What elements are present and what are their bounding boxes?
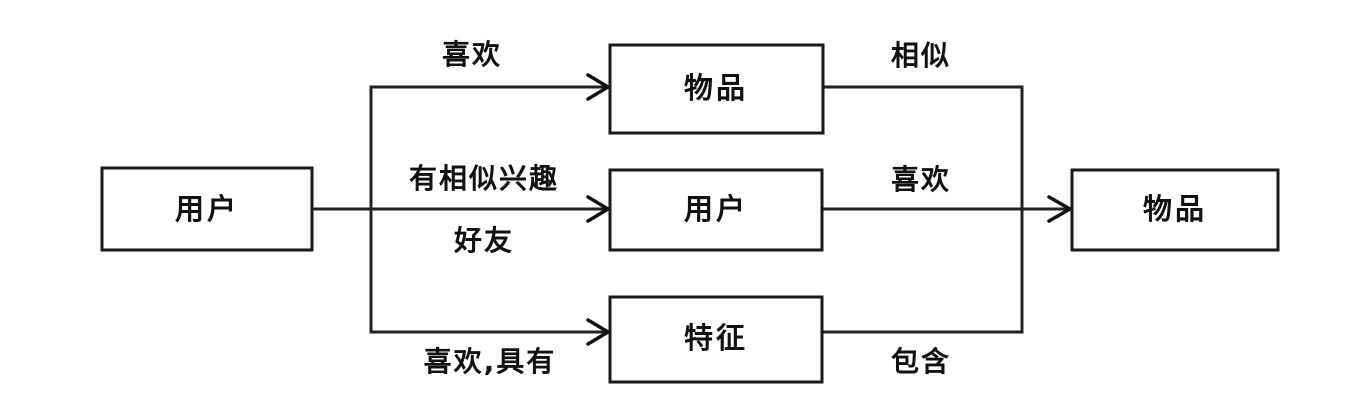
node-mid-item[interactable]: 物品 [608,43,825,135]
arrowhead-to-item [586,73,612,101]
edge-label-user-to-feature: 喜欢,具有 [424,345,557,378]
node-mid-feature-label: 特征 [684,321,748,355]
left-bus-group [310,73,612,346]
node-source-user-box[interactable] [100,166,314,252]
node-source-user-label: 用户 [175,192,239,226]
edge-label-user-to-user-line2: 好友 [453,224,514,257]
node-source-user[interactable]: 用户 [100,166,314,252]
right-bus-group [820,85,1074,334]
arrowhead-to-feature [586,318,612,346]
edge-label-item-to-target: 相似 [891,39,951,72]
node-mid-feature-box[interactable] [608,295,824,384]
node-target-item-box[interactable] [1070,168,1280,252]
node-mid-user-box[interactable] [608,168,824,252]
node-mid-feature[interactable]: 特征 [608,295,824,384]
edge-label-user-to-item: 喜欢 [442,38,502,71]
edge-label-feature-to-target: 包含 [891,345,951,378]
node-target-item[interactable]: 物品 [1070,168,1280,252]
node-mid-item-label: 物品 [684,71,748,105]
arrowhead-to-user [586,195,612,223]
edge-label-user-to-user-line1: 有相似兴趣 [409,162,559,195]
node-mid-user-label: 用户 [684,192,748,226]
edge-label-user-to-target: 喜欢 [891,163,951,196]
node-mid-item-box[interactable] [608,43,825,135]
node-target-item-label: 物品 [1143,192,1207,226]
arrowhead-to-target-item [1047,195,1074,223]
node-mid-user[interactable]: 用户 [608,168,824,252]
